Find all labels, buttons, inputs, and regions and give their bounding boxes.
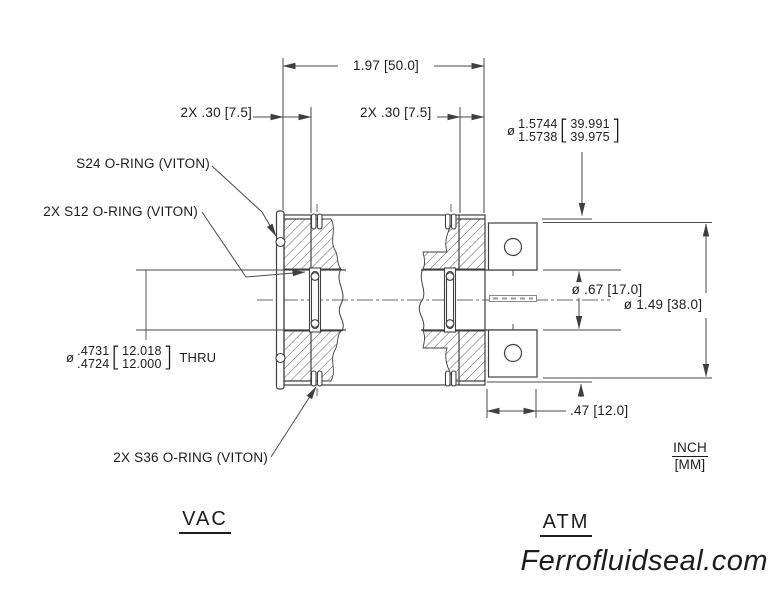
diameter-symbol: ø	[66, 349, 75, 365]
units-note: INCH [MM]	[662, 440, 718, 472]
leader-s36	[270, 386, 317, 458]
s24-oring-top	[275, 236, 286, 248]
s12-ring-section	[445, 272, 455, 281]
bore-inch-stack: .4731 .4724	[77, 343, 110, 371]
pilot-inch-upper: 1.5744	[518, 116, 558, 131]
s36-oring	[450, 370, 457, 387]
dim-cap-width-left: 2X .30 [7.5]	[180, 105, 252, 120]
bore-inch-upper: .4731	[77, 343, 110, 358]
dim-overall-width: 1.97 [50.0]	[338, 58, 434, 74]
hatched-sections	[283, 218, 486, 382]
label-oring-s24: S24 O-RING (VITON)	[76, 156, 210, 171]
bracket: ]	[610, 115, 622, 146]
pilot-mm-lower: 39.975	[570, 129, 610, 144]
pilot-inch-stack: 1.5744 1.5738	[518, 116, 558, 144]
setscrew-hole-top	[503, 237, 523, 257]
housing-body	[283, 214, 486, 386]
dim-bore-diameter: ø .4731 .4724 [ 12.018 12.000 ] THRU	[66, 344, 216, 371]
s36-oring	[450, 213, 457, 230]
leader-s12	[201, 211, 306, 278]
units-mm: [MM]	[674, 457, 706, 472]
atm-text: ATM	[539, 511, 593, 537]
hatch-right-bottom	[422, 330, 486, 382]
units-inch: INCH	[672, 440, 708, 457]
dim-shaft-diameter: ø .67 [17.0]	[556, 282, 658, 298]
bracket: ]	[162, 342, 174, 373]
pilot-inch-lower: 1.5738	[518, 129, 558, 144]
s36-oring	[316, 370, 323, 387]
s12-seal	[310, 270, 320, 330]
s36-oring	[310, 213, 317, 230]
o-rings	[275, 213, 457, 387]
watermark-brand: Ferrofluidseal.com	[520, 545, 768, 577]
bore-thru-note: THRU	[179, 349, 217, 365]
s36-oring	[316, 213, 323, 230]
dim-cap-width-right: 2X .30 [7.5]	[360, 105, 432, 120]
s12-ring-section	[310, 319, 320, 328]
label-vac-side: VAC	[155, 508, 255, 534]
s12-oring-left	[308, 267, 322, 333]
vac-text: VAC	[179, 508, 231, 534]
bracket: [	[558, 115, 570, 146]
break-line-right	[418, 268, 425, 332]
leader-lines	[201, 165, 317, 458]
bracket: [	[110, 342, 122, 373]
label-oring-s12: 2X S12 O-RING (VITON)	[43, 204, 198, 219]
s12-seal	[445, 270, 455, 330]
dim-pilot-diameter: ø 1.5744 1.5738 [ 39.991 39.975 ]	[507, 117, 623, 144]
s12-oring-right	[443, 267, 457, 333]
pilot-mm-upper: 39.991	[570, 116, 610, 131]
label-atm-side: ATM	[516, 511, 616, 537]
hatch-right-top	[422, 218, 486, 270]
s36-oring	[444, 370, 451, 387]
break-line-left	[338, 268, 344, 332]
s24-oring-bottom	[275, 352, 286, 364]
dim-collar-width: .47 [12.0]	[570, 403, 629, 418]
collar-blocks	[487, 222, 538, 378]
label-oring-s36: 2X S36 O-RING (VITON)	[113, 450, 268, 465]
dimension-lines	[136, 58, 712, 418]
bore-mm-lower: 12.000	[122, 356, 162, 371]
bore-mm-upper: 12.018	[122, 343, 162, 358]
bore-inch-lower: .4724	[77, 356, 110, 371]
leader-s24	[211, 165, 277, 237]
hatch-left-bottom	[283, 330, 342, 382]
s36-oring	[444, 213, 451, 230]
s12-ring-section	[310, 272, 320, 281]
s36-oring	[310, 370, 317, 387]
diameter-symbol: ø	[507, 122, 516, 138]
bore-mm-stack: 12.018 12.000	[122, 343, 162, 371]
pilot-mm-stack: 39.991 39.975	[570, 116, 610, 144]
s12-ring-section	[445, 319, 455, 328]
setscrew-hole-bottom	[503, 343, 523, 363]
hatch-left-top	[283, 218, 342, 270]
dim-collar-diameter: ø 1.49 [38.0]	[610, 297, 716, 313]
